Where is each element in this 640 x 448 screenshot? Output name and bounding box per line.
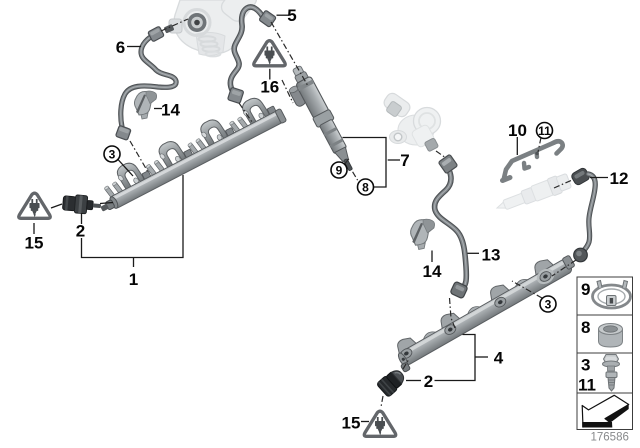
- svg-text:9: 9: [581, 280, 590, 299]
- svg-text:11: 11: [578, 376, 596, 395]
- svg-text:9: 9: [336, 163, 343, 177]
- svg-text:2: 2: [76, 222, 85, 241]
- svg-text:8: 8: [581, 318, 590, 337]
- svg-text:11: 11: [538, 124, 551, 138]
- svg-text:12: 12: [610, 169, 629, 188]
- svg-text:8: 8: [362, 180, 369, 194]
- svg-text:3: 3: [581, 356, 590, 375]
- svg-text:15: 15: [25, 234, 44, 253]
- svg-text:4: 4: [494, 349, 504, 368]
- svg-text:2: 2: [424, 372, 433, 391]
- svg-text:3: 3: [109, 147, 116, 161]
- svg-text:16: 16: [260, 78, 279, 97]
- svg-text:5: 5: [287, 6, 296, 25]
- svg-text:1: 1: [129, 270, 138, 289]
- svg-text:14: 14: [161, 101, 180, 120]
- svg-text:14: 14: [423, 262, 442, 281]
- svg-text:176586: 176586: [591, 432, 629, 444]
- svg-text:15: 15: [342, 414, 361, 433]
- svg-text:6: 6: [116, 38, 125, 57]
- svg-text:7: 7: [400, 151, 409, 170]
- svg-text:3: 3: [545, 297, 552, 311]
- svg-text:13: 13: [482, 246, 501, 265]
- svg-text:10: 10: [508, 121, 527, 140]
